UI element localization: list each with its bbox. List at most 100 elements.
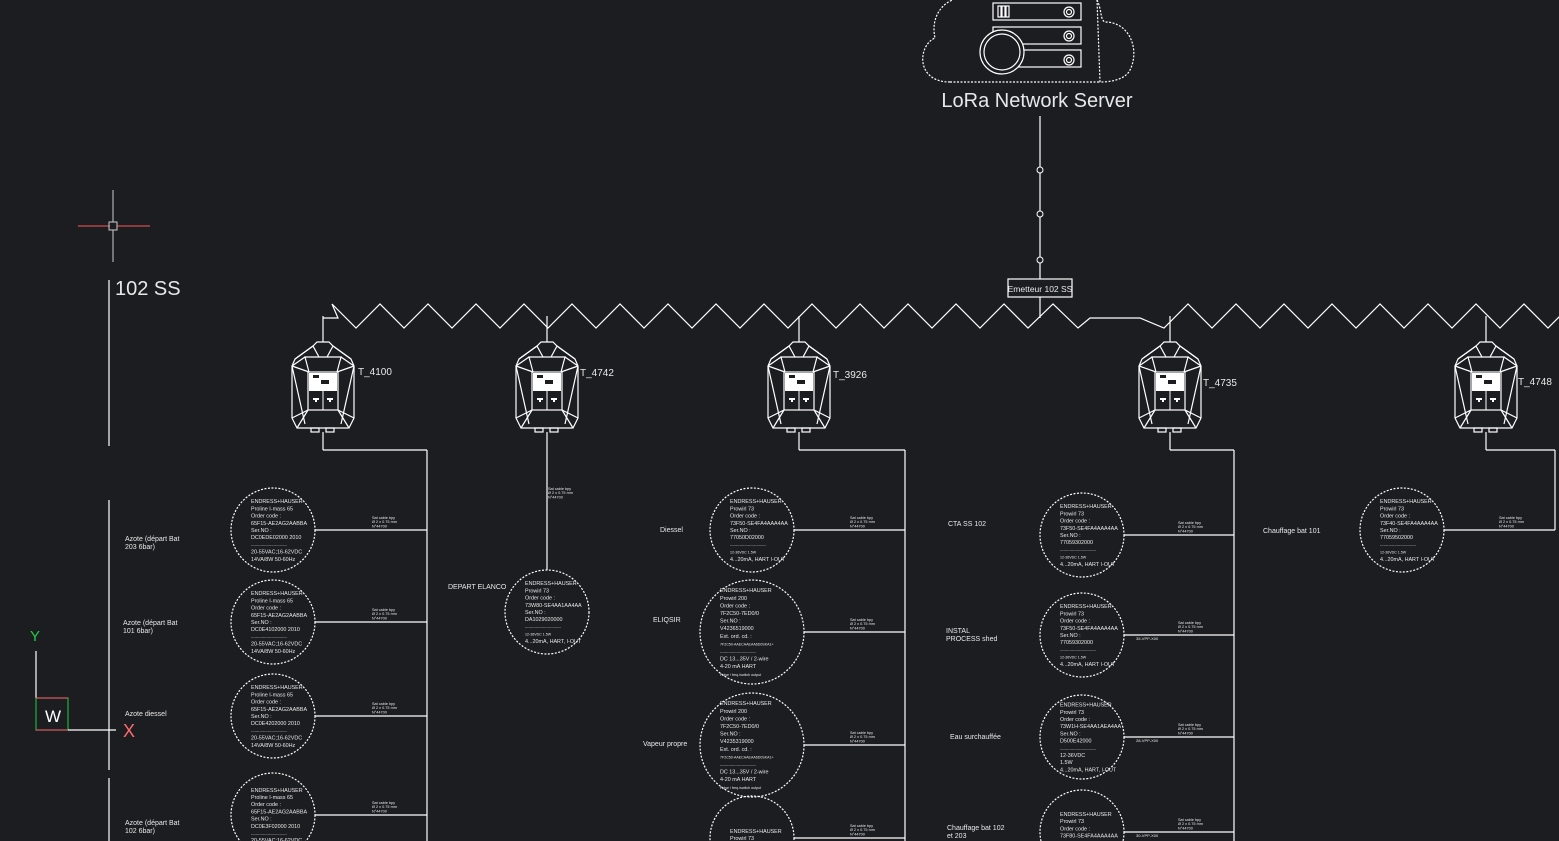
- cable-note: N°44700: [850, 626, 865, 630]
- nameplate-line: Order code :: [720, 603, 750, 609]
- transmitter-t_4742[interactable]: T_4742: [515, 316, 614, 570]
- nameplate-line: Ext. ord. cd. :: [720, 747, 752, 753]
- transmitter-icon: [767, 341, 831, 433]
- transmitter-tag: T_4100: [358, 367, 392, 378]
- cable-note: Sat cable bpy: [850, 618, 873, 622]
- nameplate-line: Order code :: [251, 700, 281, 706]
- nameplate-line: ENDRESS+HAUSER: [251, 591, 303, 597]
- transmitter-icon: [515, 341, 579, 433]
- cable-note: Ø 2 x 0.75 mm: [372, 520, 397, 524]
- transmitter-tag: T_4742: [580, 368, 614, 379]
- nameplate-line: 73F50-SE4FA4AAA4AA: [1060, 526, 1118, 532]
- nameplate-line: Ser.NO :: [251, 817, 272, 823]
- transmitter-icon: [1454, 341, 1518, 433]
- nameplate-line: Order code :: [251, 514, 281, 520]
- cable-note: Ø 2 x 0.75 mm: [850, 828, 875, 832]
- nameplate-line: ENDRESS+HAUSER: [1380, 499, 1432, 505]
- meter-location-label: Eau surchauffée: [950, 734, 1001, 741]
- cable-note: Sat cable bpy: [850, 824, 873, 828]
- nameplate-line: ENDRESS+HAUSER: [1060, 703, 1112, 709]
- meter-location-label: Chauffage bat 102: [947, 825, 1005, 832]
- nameplate-line: ENDRESS+HAUSER: [251, 499, 303, 505]
- nameplate-line: Ser.NO :: [1060, 533, 1081, 539]
- meter-location-label: Chauffage bat 101: [1263, 528, 1321, 535]
- transmitter-t_4100[interactable]: T_4100: [291, 316, 428, 841]
- meter-location-label: Azote (départ Bat: [123, 620, 178, 627]
- nameplate-line: DC 13...35V / 2-wire: [720, 657, 769, 663]
- nameplate-line: Order code :: [720, 716, 750, 722]
- nameplate-line: ENDRESS+HAUSER: [525, 581, 577, 587]
- nameplate-line: Ser.NO :: [730, 528, 751, 534]
- ucs-y-label: Y: [30, 628, 40, 645]
- nameplate-line: 73F40-SE4FA4AAA4AA: [1380, 521, 1438, 527]
- nameplate-line: ------------------------------: [251, 543, 288, 547]
- nameplate-line: 4...20mA, HART, I-OUT: [1060, 767, 1117, 773]
- transmitter-t_4748[interactable]: T_4748: [1454, 316, 1556, 530]
- nameplate-line: ------------------------------: [720, 763, 757, 767]
- cable-note: Ø 2 x 0.75 mm: [850, 520, 875, 524]
- nameplate-line: 7F2C50-AAECAAEAA6D0SKA1+: [720, 755, 774, 759]
- nameplate-line: Proline I-mass 65: [251, 795, 293, 801]
- nameplate-line: ------------------------------: [1380, 543, 1417, 547]
- nameplate-line: 20-55VAC;16-62VDC: [251, 736, 302, 742]
- nameplate-line: Ser.NO :: [251, 620, 272, 626]
- nameplate-line: Proline I-mass 65: [251, 692, 293, 698]
- transmitter-t_4735[interactable]: T_4735: [1138, 316, 1237, 841]
- cable-note: Sat cable bpy: [372, 608, 395, 612]
- cable-note: Sat cable bpy: [850, 516, 873, 520]
- meter-location-label: 203 6bar): [125, 544, 155, 551]
- nameplate-line: V4235319000: [720, 739, 754, 745]
- gateway-label: Emetteur 102 SS: [1008, 284, 1073, 294]
- nameplate-line: 12-36VDC 1.5W: [1380, 551, 1407, 555]
- cable-note: N°44700: [1499, 524, 1514, 528]
- nameplate-line: Proline I-mass 65: [251, 506, 293, 512]
- nameplate-line: ------------------------------: [1060, 747, 1097, 751]
- cable-note: Ø 2 x 0.75 mm: [372, 612, 397, 616]
- nameplate-line: Prowirl 73: [1060, 511, 1084, 517]
- nameplate-line: Ser.NO :: [1060, 731, 1081, 737]
- nameplate-line: D500E42000: [1060, 739, 1091, 745]
- nameplate-line: Prowirl 73: [1060, 611, 1084, 617]
- nameplate-line: Pulse / freq./switch output: [720, 673, 761, 677]
- cable-note: N°44700: [548, 495, 563, 499]
- nameplate-line: V4236519000: [720, 626, 754, 632]
- cable-note: N°44700: [850, 524, 865, 528]
- cable-note: Ø 2 x 0.75 mm: [1178, 727, 1203, 731]
- transmitter-tag: T_3926: [833, 370, 867, 381]
- cable-note: Sat cable bpy: [1178, 818, 1201, 822]
- meter-location-label: Azote diessel: [125, 711, 167, 718]
- nameplate-line: Order code :: [1060, 519, 1090, 525]
- cable-note: Ø 2 x 0.75 mm: [850, 735, 875, 739]
- cable-note: Ø 2 x 0.75 mm: [1178, 525, 1203, 529]
- gateway-box[interactable]: Emetteur 102 SS: [1007, 278, 1073, 298]
- cable-note: N°44700: [372, 809, 387, 813]
- transmitter-t_3926[interactable]: T_3926: [767, 316, 906, 841]
- nameplate-line: Ser.NO :: [1380, 528, 1401, 534]
- nameplate-line: Prowirl 73: [730, 836, 754, 841]
- nameplate-line: 65F15-AE2AG2AABBA: [251, 809, 307, 815]
- cable-note: Sat cable bpy: [372, 801, 395, 805]
- nameplate-line: Ser.NO :: [1060, 633, 1081, 639]
- nameplate-line: 73F50-SE4FA4AAA4AA: [1060, 626, 1118, 632]
- nameplate-line: ------------------------------: [525, 625, 562, 629]
- nameplate-line: 77050D02000: [730, 535, 764, 541]
- nameplate-line: 4...20mA, HART I-OUT: [730, 557, 786, 563]
- line-tag: 35-VPP-X00: [1136, 636, 1159, 641]
- nameplate-line: DC0E4102000 2010: [251, 627, 300, 633]
- nameplate-line: Proline I-mass 65: [251, 598, 293, 604]
